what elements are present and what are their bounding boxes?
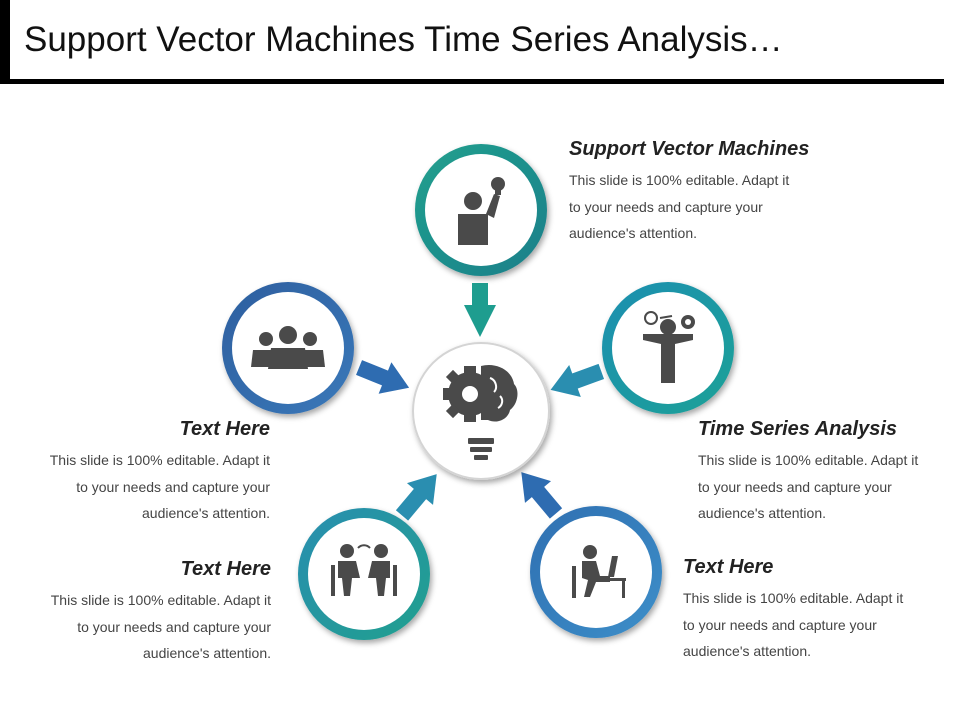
- node-desc-line: audience's attention.: [143, 645, 271, 661]
- node-left: [222, 282, 354, 414]
- title-bar: Support Vector Machines Time Series Anal…: [0, 0, 944, 84]
- text-block-right: Time Series Analysis This slide is 100% …: [698, 418, 948, 527]
- node-desc-line: audience's attention.: [698, 505, 826, 521]
- text-block-bottom-left: Text Here This slide is 100% editable. A…: [20, 558, 271, 667]
- arrow-bottom-left: [395, 474, 437, 521]
- node-desc-line: audience's attention.: [683, 643, 811, 659]
- node-desc-line: This slide is 100% editable. Adapt it: [683, 590, 904, 606]
- node-desc-line: to your needs and capture your: [683, 616, 877, 633]
- node-bottom-left: [298, 508, 430, 640]
- arrow-bottom-right: [521, 472, 563, 519]
- arrow-top: [464, 283, 496, 337]
- page-title: Support Vector Machines Time Series Anal…: [24, 20, 783, 59]
- arrow-right: [550, 363, 605, 397]
- meeting-icon: [331, 544, 397, 596]
- node-desc-line: This slide is 100% editable. Adapt it: [49, 452, 270, 468]
- node-title: Text Here: [179, 418, 270, 440]
- node-right: [602, 282, 734, 414]
- center-node: [412, 342, 550, 480]
- node-desc-line: This slide is 100% editable. Adapt it: [569, 172, 790, 188]
- node-title: Text Here: [683, 556, 774, 578]
- arrow-left: [356, 360, 410, 394]
- node-desc-line: to your needs and capture your: [698, 478, 892, 495]
- text-block-left: Text Here This slide is 100% editable. A…: [20, 418, 270, 527]
- text-block-bottom-right: Text Here This slide is 100% editable. A…: [683, 556, 943, 665]
- node-bottom-right: [530, 506, 662, 638]
- node-top: [415, 144, 547, 276]
- node-desc-line: to your needs and capture your: [569, 198, 763, 215]
- node-desc-line: to your needs and capture your: [76, 478, 270, 495]
- node-desc-line: audience's attention.: [569, 225, 697, 241]
- node-title: Text Here: [180, 558, 271, 580]
- team-icon: [251, 326, 325, 369]
- node-title: Support Vector Machines: [569, 138, 810, 160]
- node-title: Time Series Analysis: [698, 418, 898, 440]
- node-desc-line: This slide is 100% editable. Adapt it: [698, 452, 919, 468]
- node-desc-line: to your needs and capture your: [77, 618, 271, 635]
- node-desc-line: audience's attention.: [142, 505, 270, 521]
- person-ideas-gear-icon: [643, 311, 695, 383]
- node-desc-line: This slide is 100% editable. Adapt it: [50, 592, 271, 608]
- brain-gear-bulb-icon: [443, 364, 518, 460]
- text-block-top: Support Vector Machines This slide is 10…: [569, 138, 869, 247]
- person-idea-icon: [458, 177, 505, 245]
- person-laptop-icon: [572, 545, 626, 598]
